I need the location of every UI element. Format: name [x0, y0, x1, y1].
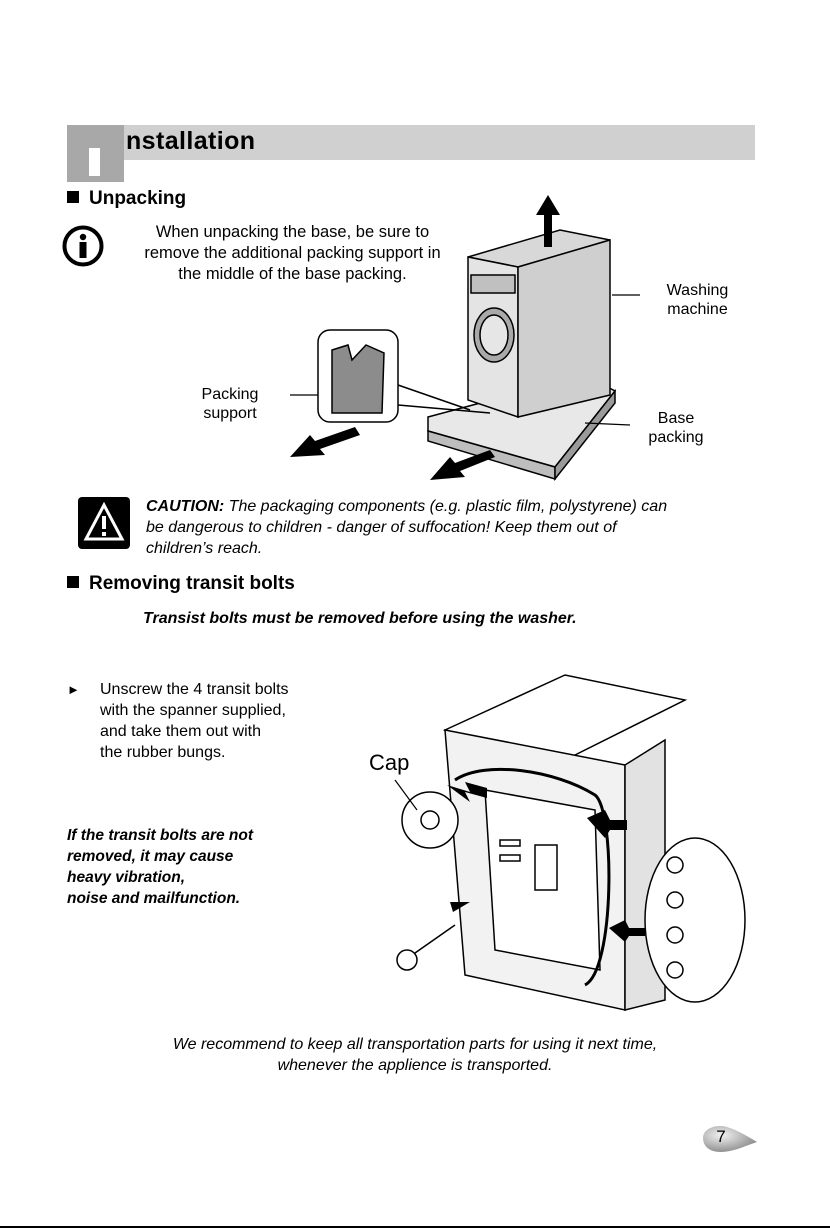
step-text: Unscrew the 4 transit bolts with the spa…	[100, 679, 337, 763]
page-title: nstallation	[126, 127, 256, 155]
label-line: machine	[667, 301, 728, 318]
warning-line: heavy vibration,	[67, 869, 186, 886]
transit-bolts-heading: Removing transit bolts	[67, 573, 295, 595]
page-number-badge	[703, 1126, 757, 1152]
label-line: packing	[648, 429, 704, 446]
recommend-line: whenever the applience is transported.	[277, 1057, 553, 1074]
step-line: the rubber bungs.	[100, 744, 226, 761]
step-line: and take them out with	[100, 723, 261, 740]
caution-line: CAUTION: The packaging components (e.g. …	[146, 496, 766, 517]
caution-line-text: The packaging components (e.g. plastic f…	[224, 498, 668, 515]
bullet-square-icon	[67, 576, 79, 588]
bullet-square-icon	[67, 191, 79, 203]
warning-line: If the transit bolts are not	[67, 827, 254, 844]
caution-line: be dangerous to children - danger of suf…	[146, 519, 617, 536]
washing-machine-label: Washing machine	[645, 281, 750, 319]
unpacking-heading-text: Unpacking	[89, 188, 187, 209]
warning-line: removed, it may cause	[67, 848, 234, 865]
step-arrow-icon: ►	[67, 682, 80, 697]
transit-heading-text: Removing transit bolts	[89, 573, 295, 594]
label-line: support	[203, 405, 257, 422]
base-packing-label: Base packing	[635, 409, 717, 447]
cap-label: Cap	[369, 750, 410, 775]
caution-prefix: CAUTION:	[146, 498, 225, 515]
transit-bolts-note: Transist bolts must be removed before us…	[143, 610, 577, 627]
unpacking-heading: Unpacking	[67, 188, 186, 210]
packing-support-label: Packing support	[190, 385, 270, 423]
bottom-rule	[0, 1226, 830, 1228]
info-icon	[62, 225, 104, 267]
unpacking-info-text: When unpacking the base, be sure to remo…	[120, 222, 465, 285]
vibration-warning: If the transit bolts are not removed, it…	[67, 825, 327, 909]
label-line: Base	[657, 410, 695, 427]
transit-step: ► Unscrew the 4 transit bolts with the s…	[67, 679, 337, 763]
label-line: Washing	[666, 282, 729, 299]
caution-line: children’s reach.	[146, 540, 263, 557]
info-line: the middle of the base packing.	[178, 265, 407, 283]
caution-warning-icon	[78, 497, 130, 549]
header-initial-letter-i	[89, 148, 100, 176]
page-number: 7	[716, 1127, 726, 1146]
washing-machine-unpacking-illustration	[290, 195, 640, 482]
info-line: When unpacking the base, be sure to	[155, 223, 430, 241]
step-line: with the spanner supplied,	[100, 702, 286, 719]
recommend-line: We recommend to keep all transportation …	[172, 1036, 658, 1053]
step-line: Unscrew the 4 transit bolts	[100, 681, 289, 698]
warning-line: noise and mailfunction.	[67, 890, 241, 907]
label-line: Packing	[201, 386, 259, 403]
section-header-bar	[67, 125, 755, 160]
recommendation-text: We recommend to keep all transportation …	[70, 1034, 760, 1076]
info-line: remove the additional packing support in	[144, 244, 441, 262]
caution-text: CAUTION: The packaging components (e.g. …	[146, 496, 766, 559]
transit-bolts-illustration	[394, 674, 746, 1011]
